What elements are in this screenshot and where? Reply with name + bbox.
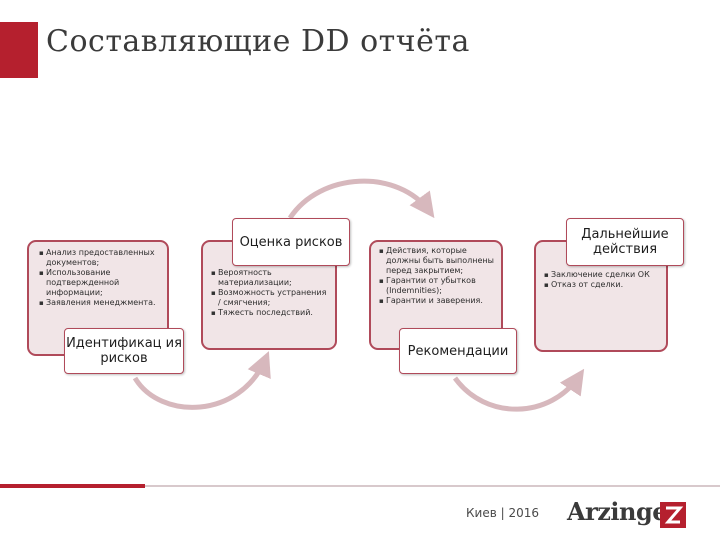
arrow-bottom-2 [452,368,585,412]
brand-logo-icon [660,502,686,528]
bullet-item: Заявления менеджмента. [39,298,161,308]
footer-divider [0,485,720,487]
slide-title: Составляющие DD отчёта [46,24,470,59]
footer-city-year: Киев | 2016 [466,506,539,520]
label-recommendations: Рекомендации [399,328,517,374]
bullet-item: Вероятность материализации; [211,268,329,288]
bullet-item: Отказ от сделки. [544,280,660,290]
label-next-steps: Дальнейшие действия [566,218,684,266]
label-risk-identification: Идентификац ия рисков [64,328,184,374]
bullet-item: Использование подтвержденной информации; [39,268,161,298]
bullet-item: Действия, которые должны быть выполнены … [379,246,496,276]
bullet-item: Заключение сделки ОК [544,270,660,280]
title-accent-bar [0,22,38,78]
arrow-top-1 [287,178,435,220]
label-risk-assessment: Оценка рисков [232,218,350,266]
bullet-item: Гарантии и заверения. [379,296,496,306]
bullet-item: Возможность устранения / смягчения; [211,288,329,308]
bullet-item: Тяжесть последствий. [211,308,329,318]
footer-accent [0,484,145,488]
bullet-item: Анализ предоставленных документов; [39,248,161,268]
bullet-item: Гарантии от убытков (Indemnities); [379,276,496,296]
arrow-bottom-1 [132,351,271,410]
